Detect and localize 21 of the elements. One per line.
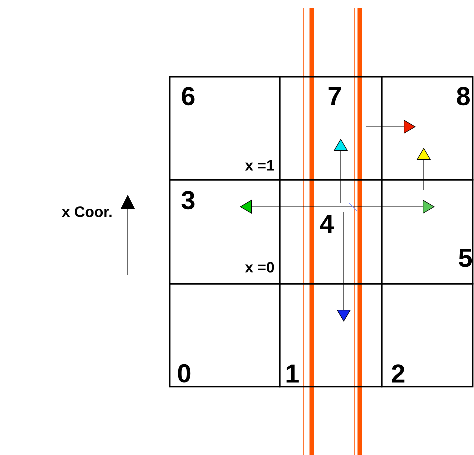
coordinate-label: x =1 (245, 160, 274, 171)
grid-cell (381, 283, 474, 388)
grid-cell (381, 179, 474, 285)
grid-cell (169, 283, 281, 388)
grid-cell (169, 179, 281, 285)
cell-number: 1 (286, 364, 299, 383)
grid-cell (381, 76, 474, 181)
cell-number: 2 (392, 364, 405, 383)
cell-number: 4 (320, 215, 334, 234)
grid-cell (169, 76, 281, 181)
grid-cell (279, 179, 383, 285)
cell-number: 5 (459, 249, 472, 268)
cell-number: 6 (182, 87, 195, 106)
cell-number: 3 (182, 191, 195, 210)
cell-number: 0 (178, 364, 191, 383)
coordinate-label: x =0 (245, 262, 274, 273)
axis-label: x Coor. (62, 206, 112, 218)
grid-cell (279, 283, 383, 388)
grid-cell (279, 76, 383, 181)
cell-number: 7 (328, 87, 342, 106)
cell-number: 8 (457, 87, 470, 106)
